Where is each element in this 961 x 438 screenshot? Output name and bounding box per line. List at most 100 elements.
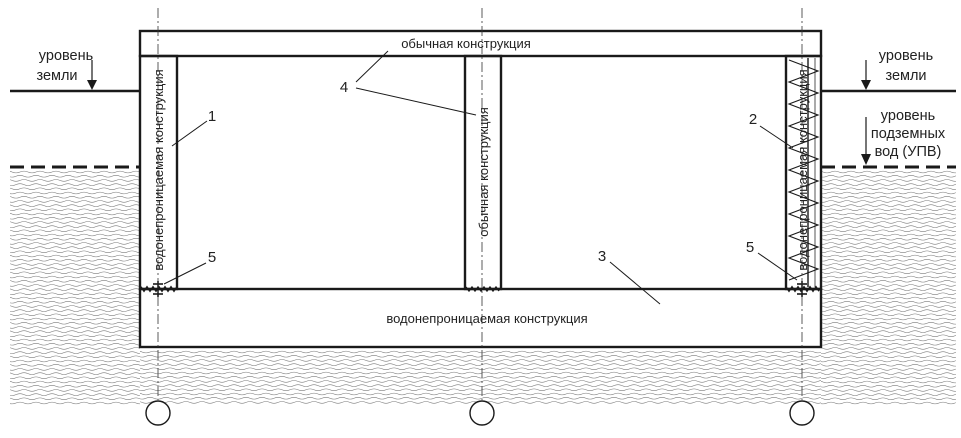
wave-line [10, 179, 140, 182]
gwl-label-line3: вод (УПВ) [875, 144, 942, 160]
wave-line [821, 288, 956, 291]
wave-line [821, 385, 956, 388]
callout-4: 4 [340, 79, 348, 96]
wave-line [821, 309, 956, 312]
wave-line [10, 204, 140, 207]
wave-line [10, 372, 140, 375]
axis-bubble-right [789, 400, 815, 426]
wave-line [10, 259, 140, 262]
wave-line [821, 217, 956, 220]
callout-5-left: 5 [208, 249, 216, 266]
leader-2 [759, 125, 794, 149]
bottom-slab [138, 287, 823, 349]
wave-line [821, 187, 956, 190]
leader-4b [355, 87, 477, 116]
groundwater-hatching-right [821, 170, 956, 405]
wave-line [10, 385, 140, 388]
callout-5-right: 5 [746, 239, 754, 256]
wave-line [10, 317, 140, 321]
wave-line [10, 170, 140, 174]
wave-line [821, 280, 956, 283]
wave-line [821, 380, 956, 384]
wave-line [821, 351, 956, 354]
wave-line [821, 175, 956, 178]
wave-line [821, 313, 956, 316]
leader-4a [355, 50, 389, 83]
label-inner-column: обычная конструкция [476, 107, 491, 237]
wave-line [10, 397, 140, 400]
axis-bubble-center [469, 400, 495, 426]
wave-line [821, 355, 956, 358]
label-bottom-slab: водонепроницаемая конструкция [386, 311, 587, 326]
wave-line [10, 347, 140, 350]
wave-line [821, 305, 956, 308]
wave-line [10, 175, 140, 178]
wave-line [10, 380, 140, 384]
wave-line [10, 296, 140, 300]
wave-line [821, 179, 956, 182]
wave-line [821, 267, 956, 270]
wave-line [10, 191, 140, 195]
wave-line [821, 250, 956, 253]
wave-line [10, 238, 140, 241]
wave-line [10, 200, 140, 203]
ground-level-left-line2: земли [36, 68, 77, 84]
wave-line [821, 330, 956, 333]
wave-line [821, 347, 956, 350]
construction-joint-left [140, 285, 178, 293]
wave-line [821, 196, 956, 199]
wave-line [10, 338, 140, 342]
wave-line [821, 170, 956, 174]
wave-line [821, 200, 956, 203]
wave-line [821, 238, 956, 241]
wave-line [821, 259, 956, 262]
wave-line [10, 187, 140, 190]
wave-line [821, 271, 956, 274]
wave-line [821, 242, 956, 245]
wave-line [10, 275, 140, 279]
wave-line [10, 263, 140, 266]
wave-line [821, 317, 956, 321]
wave-line [10, 267, 140, 270]
wave-line [821, 191, 956, 195]
wave-line [10, 376, 140, 379]
wave-line [821, 334, 956, 337]
wave-line [10, 322, 140, 325]
wave-line [821, 368, 956, 371]
groundwater-hatching-left [10, 170, 140, 405]
wave-line [10, 183, 140, 186]
wave-line [10, 355, 140, 358]
wave-line [821, 364, 956, 367]
wave-line [821, 263, 956, 266]
wave-line [140, 388, 821, 391]
label-right-wall: водонепроницаемая конструкция [795, 69, 810, 270]
arrow-gwl [861, 117, 871, 165]
wave-line [821, 204, 956, 207]
wave-line [821, 296, 956, 300]
wave-line [821, 301, 956, 304]
wave-line [10, 250, 140, 253]
wave-line [821, 389, 956, 392]
wave-line [10, 225, 140, 228]
wave-line [821, 183, 956, 186]
wave-line [10, 343, 140, 346]
wave-line [821, 284, 956, 287]
wave-line [10, 280, 140, 283]
callout-1: 1 [208, 108, 216, 125]
ground-level-left-line1: уровень [39, 48, 93, 64]
wave-line [10, 246, 140, 249]
wave-line [821, 254, 956, 258]
wave-line [10, 389, 140, 392]
wave-line [821, 338, 956, 342]
wave-line [821, 359, 956, 363]
wave-line [10, 393, 140, 396]
wave-line [10, 196, 140, 199]
wave-line [140, 376, 821, 379]
wave-line [10, 288, 140, 291]
label-left-wall: водонепроницаемая конструкция [151, 69, 166, 270]
wave-line [821, 393, 956, 396]
wave-line [10, 359, 140, 363]
wave-line [821, 221, 956, 224]
callout-2: 2 [749, 111, 757, 128]
